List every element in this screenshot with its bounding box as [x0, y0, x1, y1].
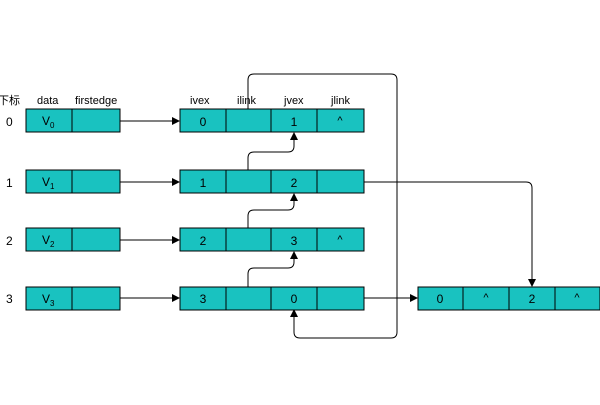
header-firstedge-label: firstedge [75, 95, 117, 107]
vertex-row-3: 3 V3 3 0 [6, 286, 365, 311]
firstedge-cell [71, 108, 121, 133]
jvex-value: 3 [291, 234, 298, 248]
ilink-cell [225, 286, 272, 311]
ilink-loop-arrow-0 [247, 73, 398, 339]
vertex-row-0: 0 V0 0 1 ^ [6, 108, 365, 133]
vertex-name: V [42, 292, 50, 306]
header-jlink-label: jlink [330, 95, 350, 107]
vertex-label: V0 [42, 114, 55, 130]
ilink-arrow-1 [247, 132, 298, 170]
firstedge-cell [71, 169, 121, 194]
jlink-value: ^ [574, 292, 580, 304]
jvex-value: 1 [291, 115, 298, 129]
ilink-arrow-2 [247, 193, 298, 228]
row-index: 2 [6, 234, 13, 248]
extra-edge-node: 0 ^ 2 ^ [417, 286, 600, 311]
jvex-value: 2 [529, 292, 536, 306]
vertex-subscript: 0 [50, 121, 55, 130]
jlink-cell [316, 227, 365, 252]
header-jvex-label: jvex [283, 95, 304, 107]
vertex-subscript: 3 [50, 299, 55, 308]
ivex-value: 0 [437, 292, 444, 306]
firstedge-cell [71, 286, 121, 311]
ivex-value: 3 [200, 292, 207, 306]
row-index: 1 [6, 176, 13, 190]
header-data-label: data [37, 95, 59, 107]
ilink-cell [225, 169, 272, 194]
jlink-value: ^ [337, 115, 343, 127]
header-ilink-label: ilink [237, 95, 256, 107]
ivex-value: 1 [200, 176, 207, 190]
jlink-cell [316, 169, 365, 194]
vertex-name: V [42, 114, 50, 128]
row-index: 3 [6, 292, 13, 306]
vertex-name: V [42, 233, 50, 247]
jlink-cell [316, 108, 365, 133]
jlink-cell [316, 286, 365, 311]
jlink-value: ^ [337, 234, 343, 246]
vertex-row-1: 1 V1 1 2 [6, 169, 365, 194]
vertex-subscript: 1 [50, 182, 55, 191]
header-index-label: 下标 [0, 93, 20, 107]
vertex-row-2: 2 V2 2 3 ^ [6, 227, 365, 252]
connectors [120, 73, 536, 339]
vertex-subscript: 2 [50, 240, 55, 249]
ivex-value: 2 [200, 234, 207, 248]
vertex-label: V1 [42, 175, 55, 191]
jvex-value: 2 [291, 176, 298, 190]
ilink-cell [225, 108, 272, 133]
ilink-value: ^ [483, 292, 489, 304]
header-ivex-label: ivex [190, 95, 210, 107]
row-index: 0 [6, 115, 13, 129]
vertex-label: V3 [42, 292, 55, 308]
jlink-cell [554, 286, 600, 311]
ivex-value: 0 [200, 115, 207, 129]
firstedge-cell [71, 227, 121, 252]
jvex-value: 0 [291, 292, 298, 306]
ilink-arrow-3 [247, 251, 298, 287]
vertex-label: V2 [42, 233, 55, 249]
jlink-arrow-1 [364, 181, 536, 287]
ilink-cell [225, 227, 272, 252]
vertex-name: V [42, 175, 50, 189]
